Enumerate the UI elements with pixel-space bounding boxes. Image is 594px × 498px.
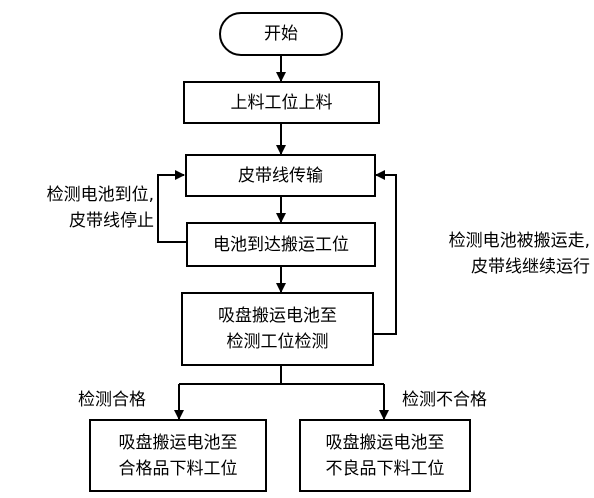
stop-loop-line-2: 皮带线停止 [69, 211, 154, 231]
defective-unload-process: 吸盘搬运电池至 不良品下料工位 [299, 419, 471, 492]
qualified-line-2: 合格品下料工位 [118, 458, 238, 479]
conveyor-process: 皮带线传输 [185, 154, 376, 197]
defective-line-2: 不良品下料工位 [325, 458, 445, 479]
continue-loop-line-1: 检测电池被搬运走, [448, 231, 590, 251]
conveyor-label: 皮带线传输 [238, 165, 323, 186]
continue-loop-line-2: 皮带线继续运行 [471, 257, 590, 277]
start-terminal: 开始 [219, 12, 343, 56]
transfer-inspect-line-2: 检测工位检测 [226, 332, 329, 352]
transfer-inspect-process: 吸盘搬运电池至 检测工位检测 [181, 292, 374, 366]
defective-line-1: 吸盘搬运电池至 [325, 432, 445, 453]
feed-label: 上料工位上料 [230, 92, 333, 113]
qualified-edge-text: 检测合格 [78, 390, 146, 410]
qualified-unload-process: 吸盘搬运电池至 合格品下料工位 [89, 419, 267, 492]
unqualified-edge-text: 检测不合格 [402, 390, 487, 410]
feed-process: 上料工位上料 [183, 81, 380, 124]
qualified-edge-label: 检测合格 [78, 387, 146, 413]
stop-loop-label: 检测电池到位, 皮带线停止 [4, 182, 154, 234]
unqualified-edge-label: 检测不合格 [402, 387, 487, 413]
qualified-line-1: 吸盘搬运电池至 [118, 432, 238, 453]
transfer-inspect-line-1: 吸盘搬运电池至 [218, 306, 337, 326]
arrive-label: 电池到达搬运工位 [213, 234, 349, 255]
continue-loop-label: 检测电池被搬运走, 皮带线继续运行 [404, 228, 590, 280]
arrow-stop-loop [157, 170, 186, 243]
arrow-continue-loop [374, 170, 397, 335]
arrive-process: 电池到达搬运工位 [186, 222, 376, 267]
start-label: 开始 [264, 24, 298, 44]
stop-loop-line-1: 检测电池到位, [46, 185, 154, 205]
